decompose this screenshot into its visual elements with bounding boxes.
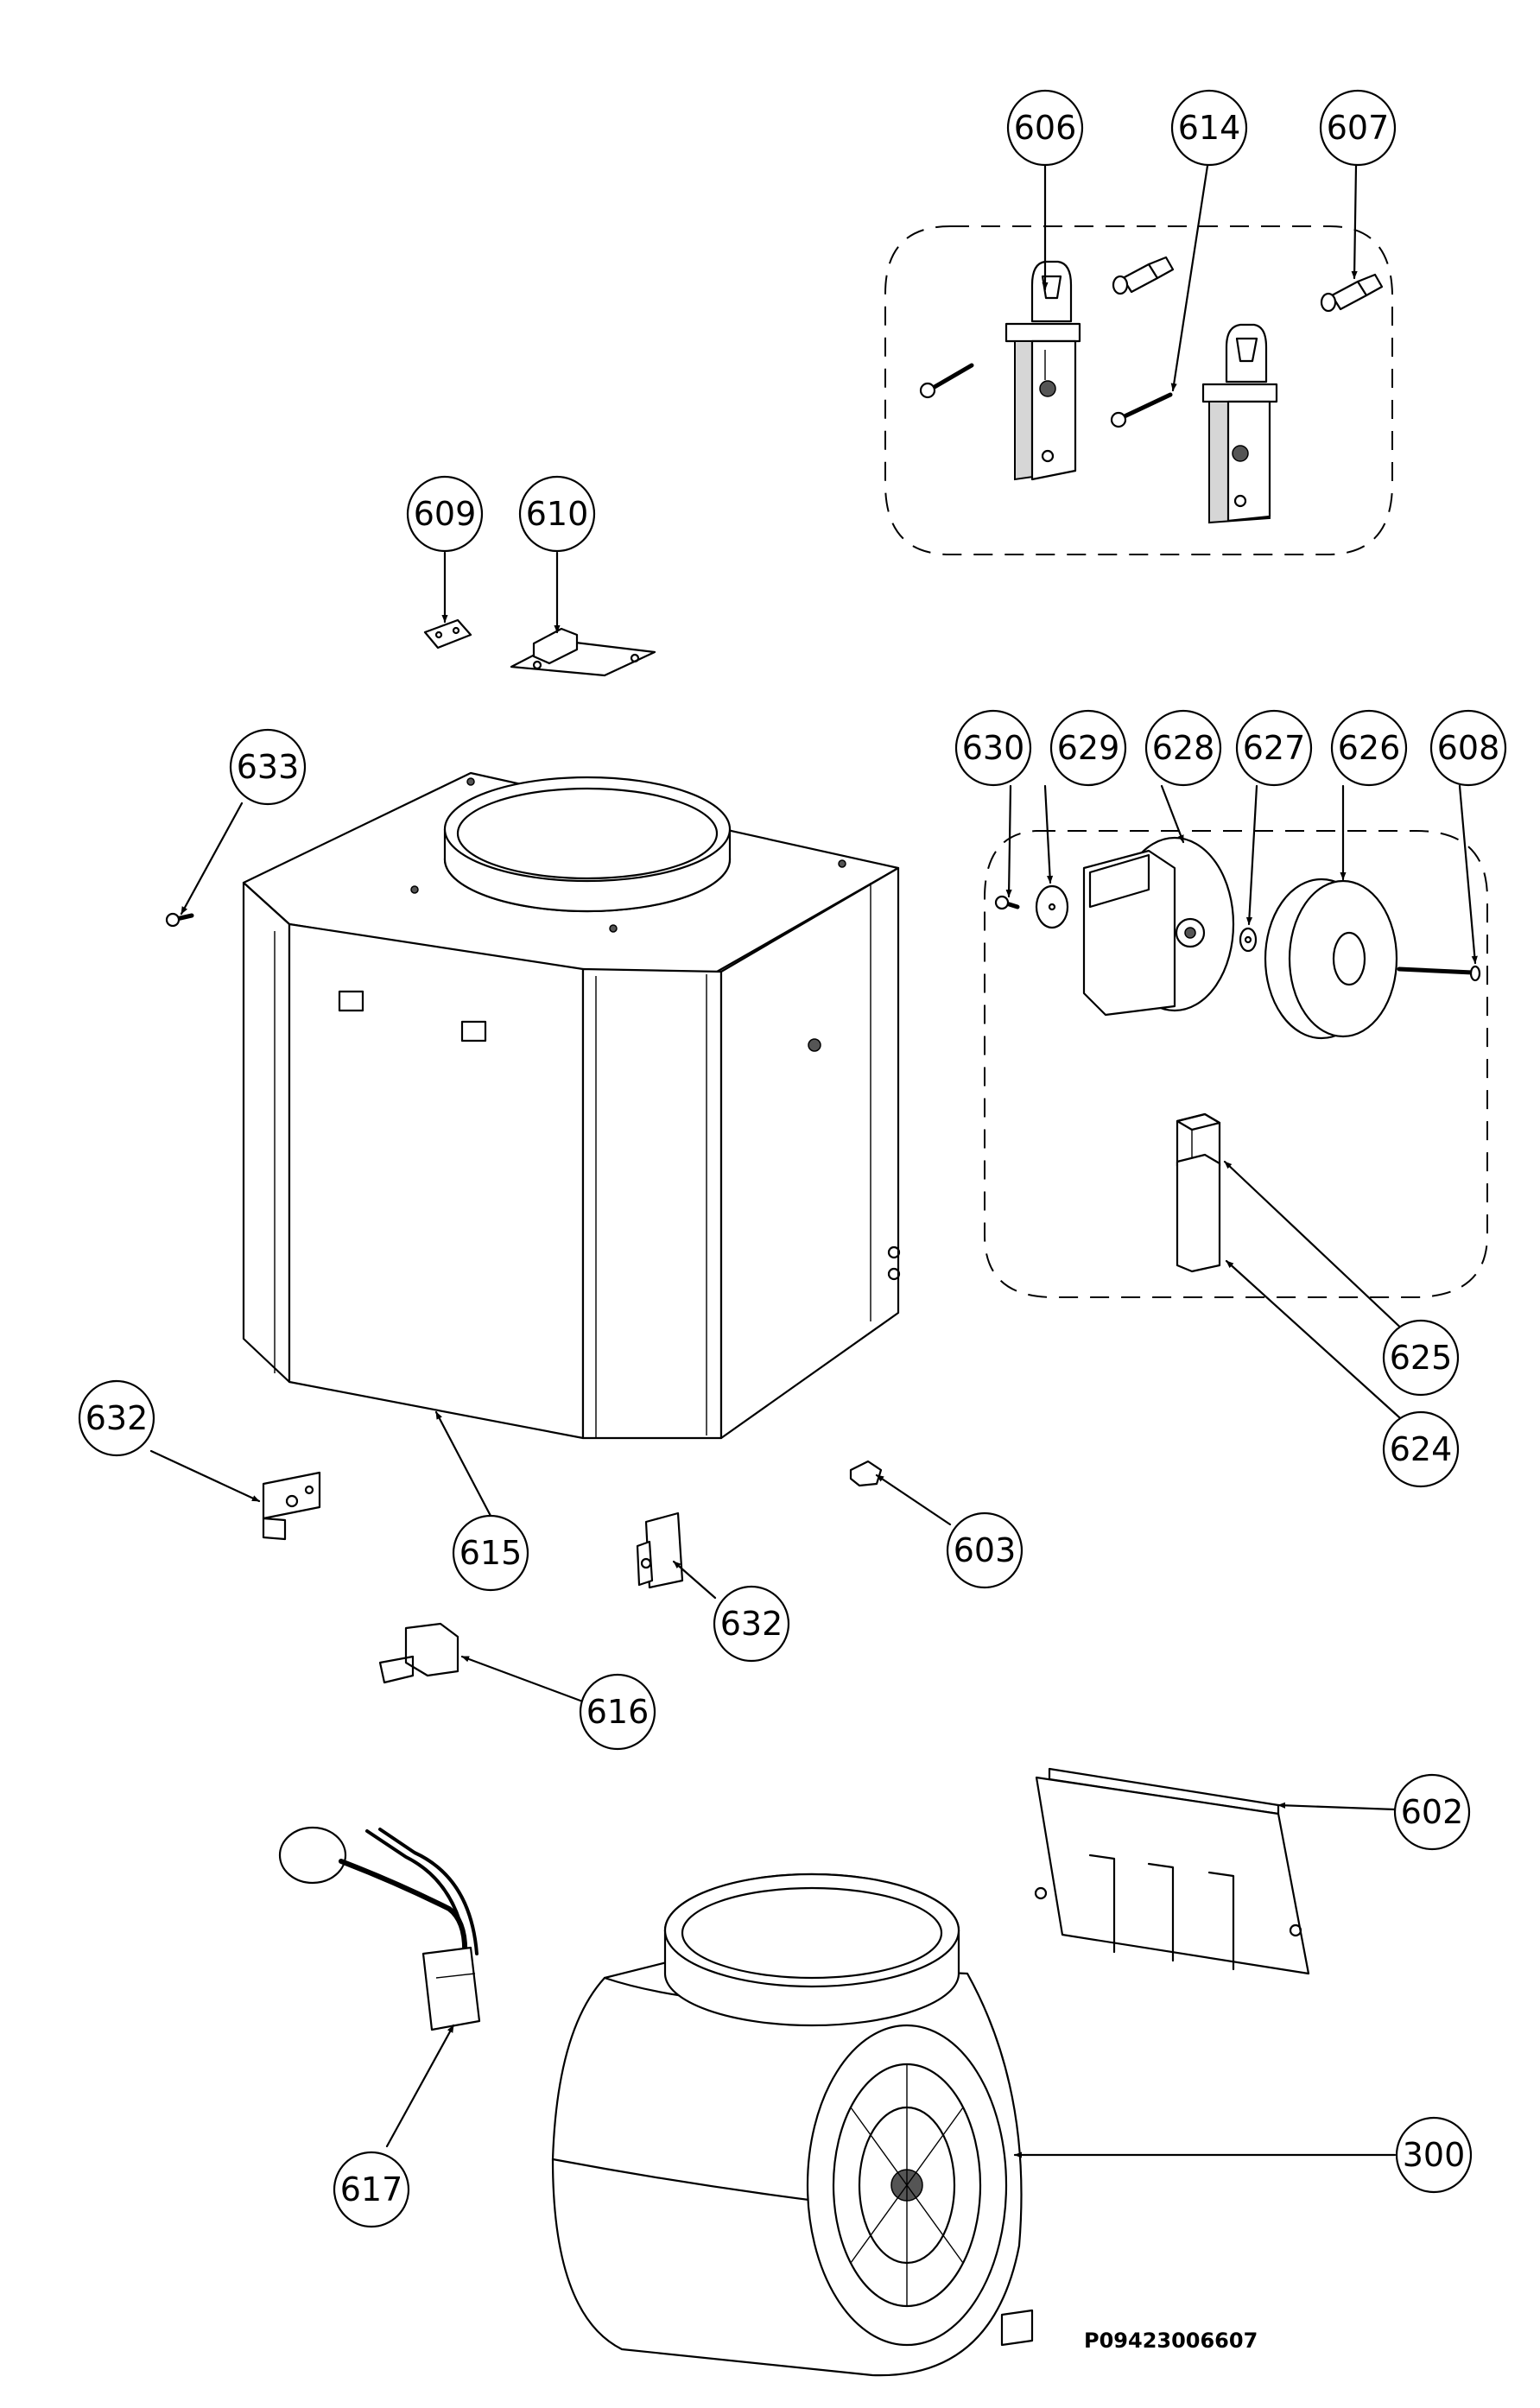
grease-filter-plate (1034, 1767, 1310, 1975)
callout-label: 609 (414, 495, 477, 533)
callout-label: 602 (1401, 1793, 1464, 1831)
wall-plug-left (1112, 256, 1175, 295)
callout-label: 606 (1014, 109, 1077, 147)
bracket-center (636, 1511, 684, 1589)
callout-label: 616 (586, 1693, 650, 1731)
callout-label: 603 (954, 1531, 1017, 1569)
motor-spacer-washer (1239, 927, 1258, 953)
callout-617: 617 (333, 2151, 410, 2228)
callout-609: 609 (406, 475, 484, 553)
bracket-left (262, 1471, 321, 1541)
callout-625: 625 (1382, 1319, 1460, 1397)
callout-627: 627 (1235, 709, 1313, 787)
callout-610: 610 (518, 475, 596, 553)
motor-washer (1035, 884, 1069, 929)
callout-label: 608 (1437, 729, 1500, 767)
connector-lower (1176, 1153, 1221, 1273)
housing-screw (165, 912, 194, 928)
callout-label: 617 (340, 2170, 403, 2208)
callout-label: 633 (237, 748, 300, 786)
callout-633: 633 (229, 728, 307, 806)
wall-plug-right (1320, 273, 1384, 313)
fan-wheel (1264, 878, 1398, 1040)
hood-housing (242, 771, 901, 1440)
callout-632-left: 632 (78, 1379, 155, 1457)
wiring-harness (278, 1826, 481, 2031)
callout-label: 632 (720, 1605, 783, 1643)
callout-602: 602 (1393, 1773, 1471, 1851)
mounting-clip (510, 627, 656, 677)
power-switch (378, 1622, 459, 1684)
callout-300: 300 (1395, 2116, 1473, 2194)
callout-615: 615 (452, 1514, 529, 1592)
wall-bracket-left (1004, 260, 1081, 481)
motor-screw (994, 895, 1020, 910)
callout-label: 607 (1327, 109, 1390, 147)
callout-label: 615 (459, 1534, 523, 1572)
blower-unit (551, 1873, 1034, 2377)
callout-label: 629 (1057, 729, 1120, 767)
callout-label: 624 (1390, 1430, 1453, 1468)
callout-label: 626 (1338, 729, 1401, 767)
callout-label: 630 (962, 729, 1025, 767)
callout-603: 603 (946, 1511, 1023, 1589)
callout-label: 300 (1403, 2136, 1466, 2174)
callout-626: 626 (1330, 709, 1408, 787)
callout-614: 614 (1170, 89, 1248, 167)
fan-motor (1082, 836, 1235, 1017)
callout-616: 616 (579, 1673, 656, 1751)
callout-label: 610 (526, 495, 589, 533)
screw-center (1110, 392, 1173, 428)
small-connector (849, 1460, 883, 1487)
callout-608: 608 (1429, 709, 1507, 787)
wall-bracket-group-outline (884, 225, 1393, 555)
leader-lines (149, 162, 1478, 2158)
screw-left (919, 363, 974, 399)
callout-606: 606 (1006, 89, 1084, 167)
document-code: P09423006607 (1084, 2329, 1258, 2353)
callout-label: 625 (1390, 1339, 1453, 1377)
wall-bracket-right (1201, 323, 1278, 524)
callout-label: 627 (1243, 729, 1306, 767)
callout-label: 632 (86, 1399, 149, 1437)
callout-label: 628 (1152, 729, 1215, 767)
callout-624: 624 (1382, 1410, 1460, 1488)
callout-629: 629 (1049, 709, 1127, 787)
gasket-pad (423, 618, 472, 650)
callout-607: 607 (1319, 89, 1397, 167)
callout-628: 628 (1144, 709, 1222, 787)
motor-shaft-bolt (1397, 965, 1481, 982)
callout-630: 630 (954, 709, 1032, 787)
motor-group-outline (984, 830, 1488, 1298)
callout-label: 614 (1178, 109, 1241, 147)
callout-632-center: 632 (713, 1585, 790, 1663)
